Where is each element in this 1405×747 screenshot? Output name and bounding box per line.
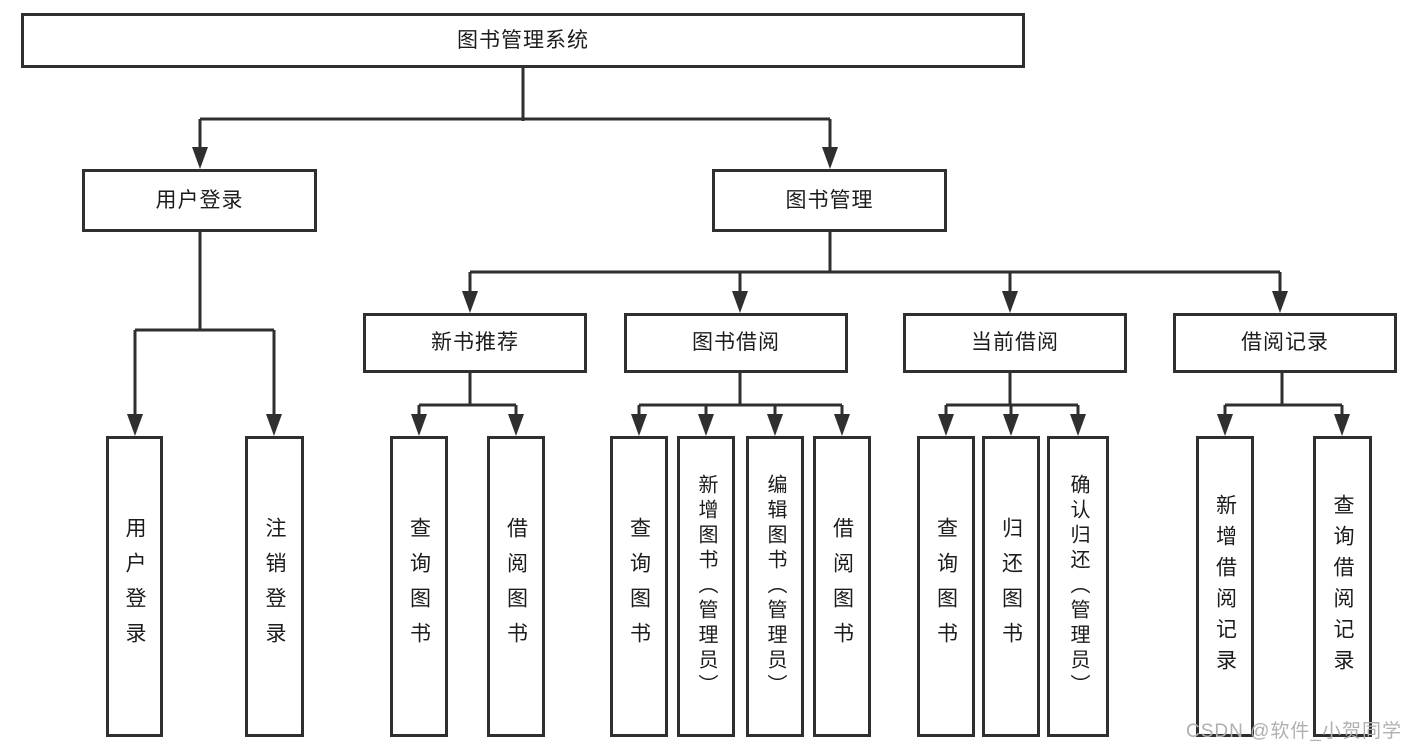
leaf-query-books-current: 查询图书 (917, 436, 975, 737)
node-book-borrowing: 图书借阅 (624, 313, 848, 373)
leaf-confirm-return-admin: 确认归还（管理员） (1047, 436, 1109, 737)
leaf-add-borrow-record: 新增借阅记录 (1196, 436, 1254, 737)
node-current-borrowing: 当前借阅 (903, 313, 1127, 373)
leaf-query-books-borrow: 查询图书 (610, 436, 668, 737)
leaf-user-login: 用户登录 (106, 436, 163, 737)
node-user-login: 用户登录 (82, 169, 317, 232)
node-new-book-recommendation: 新书推荐 (363, 313, 587, 373)
leaf-query-books-recommend: 查询图书 (390, 436, 448, 737)
leaf-logout: 注销登录 (245, 436, 304, 737)
csdn-watermark: CSDN @软件_小贺同学 (1186, 721, 1402, 742)
node-book-management: 图书管理 (712, 169, 947, 232)
leaf-return-books: 归还图书 (982, 436, 1040, 737)
leaf-query-borrow-record: 查询借阅记录 (1313, 436, 1372, 737)
leaf-edit-books-admin: 编辑图书（管理员） (746, 436, 804, 737)
node-borrowing-records: 借阅记录 (1173, 313, 1397, 373)
node-library-management-system: 图书管理系统 (21, 13, 1025, 68)
leaf-borrow-books: 借阅图书 (813, 436, 871, 737)
leaf-borrow-books-recommend: 借阅图书 (487, 436, 545, 737)
leaf-add-books-admin: 新增图书（管理员） (677, 436, 735, 737)
arrowheads (127, 147, 1350, 436)
